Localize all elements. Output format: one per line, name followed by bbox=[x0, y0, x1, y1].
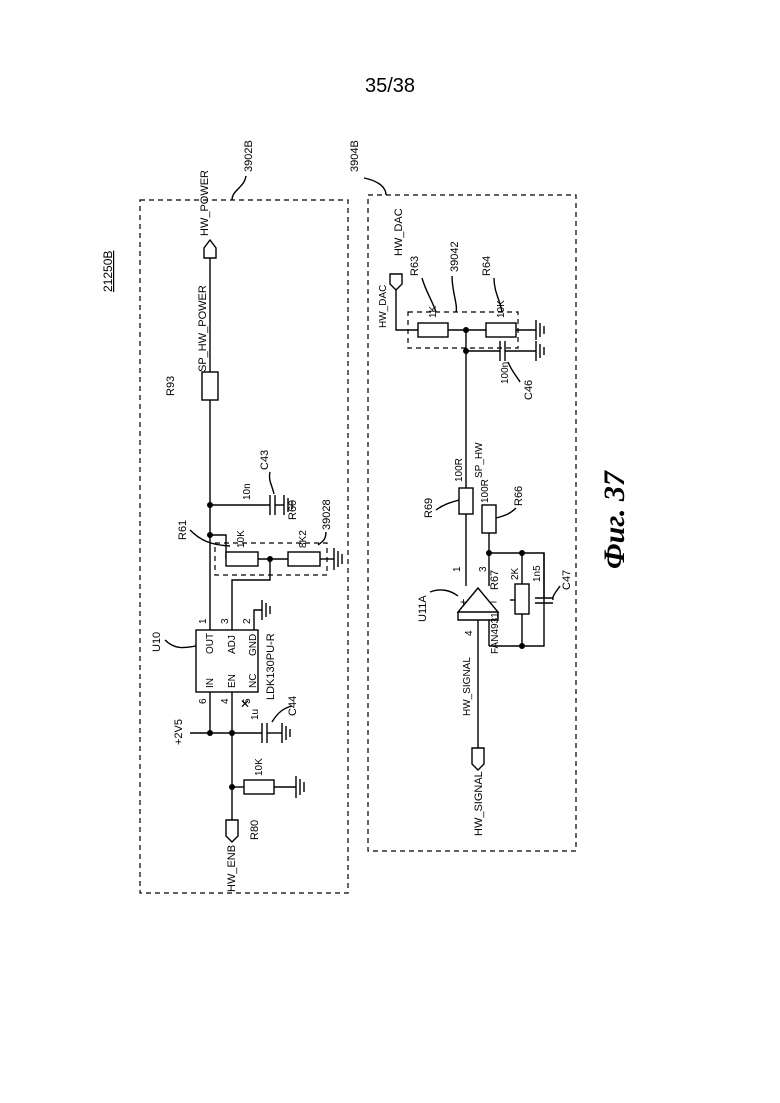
c43-ref: C43 bbox=[259, 450, 271, 470]
block-3902b-leader bbox=[232, 176, 246, 200]
r64-resistor bbox=[486, 323, 516, 337]
r80-value: 10K bbox=[254, 758, 265, 776]
c44-ref: C44 bbox=[287, 696, 299, 716]
r93-resistor bbox=[202, 372, 218, 400]
divider-39028-ref: 39028 bbox=[321, 499, 333, 530]
r60-resistor bbox=[288, 552, 320, 566]
u11a-ref: U11A bbox=[417, 595, 429, 622]
block-3902b: 3902B HW_POWER SP_HW_POWER R93 10n C43 bbox=[140, 140, 348, 893]
u10-pinnum-gnd: 2 bbox=[242, 618, 253, 624]
hw-dac-label: HW_DAC bbox=[393, 208, 405, 256]
hw-signal-port-icon bbox=[472, 748, 484, 770]
c44-value: 1u bbox=[250, 709, 261, 720]
u11a-pin-minus-num: 4 bbox=[464, 630, 475, 636]
r61-value: 10K bbox=[236, 530, 247, 548]
u10-pinnum-adj: 3 bbox=[220, 618, 231, 624]
r60-ref: R60 bbox=[287, 500, 299, 520]
hw-dac-port-icon bbox=[390, 274, 402, 290]
u10-part: LDK130PU-R bbox=[265, 633, 277, 700]
hw-power-label: HW_POWER bbox=[199, 170, 211, 236]
c43-value: 10n bbox=[242, 483, 253, 500]
u10-ref: U10 bbox=[151, 632, 163, 652]
r63-ref: R63 bbox=[409, 256, 421, 276]
r67-value: 2K bbox=[510, 567, 521, 580]
block-3904b: 3904B HW_DAC HW_DAC 1K 10K R63 R64 39042 bbox=[349, 140, 576, 851]
u11a-pin-out-num: 1 bbox=[452, 566, 463, 572]
u10-pin-in: IN bbox=[205, 678, 216, 688]
block-3904b-leader bbox=[364, 178, 386, 195]
r93-ref: R93 bbox=[165, 376, 177, 396]
c47-ref: C47 bbox=[561, 570, 573, 590]
r67-resistor bbox=[515, 584, 529, 614]
r67-ref: R67 bbox=[489, 570, 501, 590]
hw-signal-net-label: HW_SIGNAL bbox=[462, 657, 473, 716]
r63-resistor bbox=[418, 323, 448, 337]
r66-ref: R66 bbox=[513, 486, 525, 506]
hw-power-port-icon bbox=[204, 240, 216, 258]
page-number: 35/38 bbox=[365, 75, 415, 97]
u10-pin-en: EN bbox=[227, 674, 238, 688]
u10-pin-nc: NC bbox=[248, 674, 259, 688]
hw-dac-net-label: HW_DAC bbox=[378, 285, 389, 328]
u11a-part: FAN4931 bbox=[490, 612, 501, 654]
u11a-minus-sign: − bbox=[490, 595, 497, 609]
sp-hw-power-label: SP_HW_POWER bbox=[197, 285, 209, 372]
nc-marker-icon: ✕ bbox=[240, 697, 250, 711]
figure-caption: Фиг. 37 bbox=[598, 470, 631, 569]
u11a-pin-plus-num: 3 bbox=[478, 566, 489, 572]
r64-ref: R64 bbox=[481, 256, 493, 276]
r80-resistor bbox=[244, 780, 274, 794]
c47-value: 1n5 bbox=[532, 565, 543, 582]
r61-resistor bbox=[226, 552, 258, 566]
hw-signal-label: HW_SIGNAL bbox=[473, 771, 485, 836]
u10-pinnum-out: 1 bbox=[198, 618, 209, 624]
r66-resistor bbox=[482, 505, 496, 533]
supply-label: +2V5 bbox=[173, 719, 185, 745]
r61-ref: R61 bbox=[177, 520, 189, 540]
sp-hw-label: SP_HW bbox=[474, 442, 485, 478]
c46-ref: C46 bbox=[523, 380, 535, 400]
u10-pin-out: OUT bbox=[205, 633, 216, 654]
u10-pinnum-in: 6 bbox=[198, 698, 209, 704]
u10-pin-gnd: GND bbox=[248, 634, 259, 656]
u10-pin-adj: ADJ bbox=[227, 635, 238, 654]
u10-pinnum-en: 4 bbox=[220, 698, 231, 704]
r66-value: 100R bbox=[480, 479, 491, 503]
hw-power-connector: HW_POWER bbox=[199, 170, 216, 258]
u11a-plus-sign: + bbox=[460, 595, 467, 609]
block-3902b-ref: 3902B bbox=[243, 140, 255, 172]
r60-value: 8K2 bbox=[298, 530, 309, 548]
divider-39042-ref: 39042 bbox=[449, 241, 461, 272]
hw-enb-port-icon bbox=[226, 820, 238, 842]
r80-ref: R80 bbox=[249, 820, 261, 840]
r69-resistor bbox=[459, 488, 473, 514]
block-3904b-ref: 3904B bbox=[349, 140, 361, 172]
r69-ref: R69 bbox=[423, 498, 435, 518]
assembly-ref: 21250B bbox=[101, 251, 115, 292]
hw-enb-label: HW_ENB bbox=[226, 845, 238, 892]
r69-value: 100R bbox=[454, 458, 465, 482]
